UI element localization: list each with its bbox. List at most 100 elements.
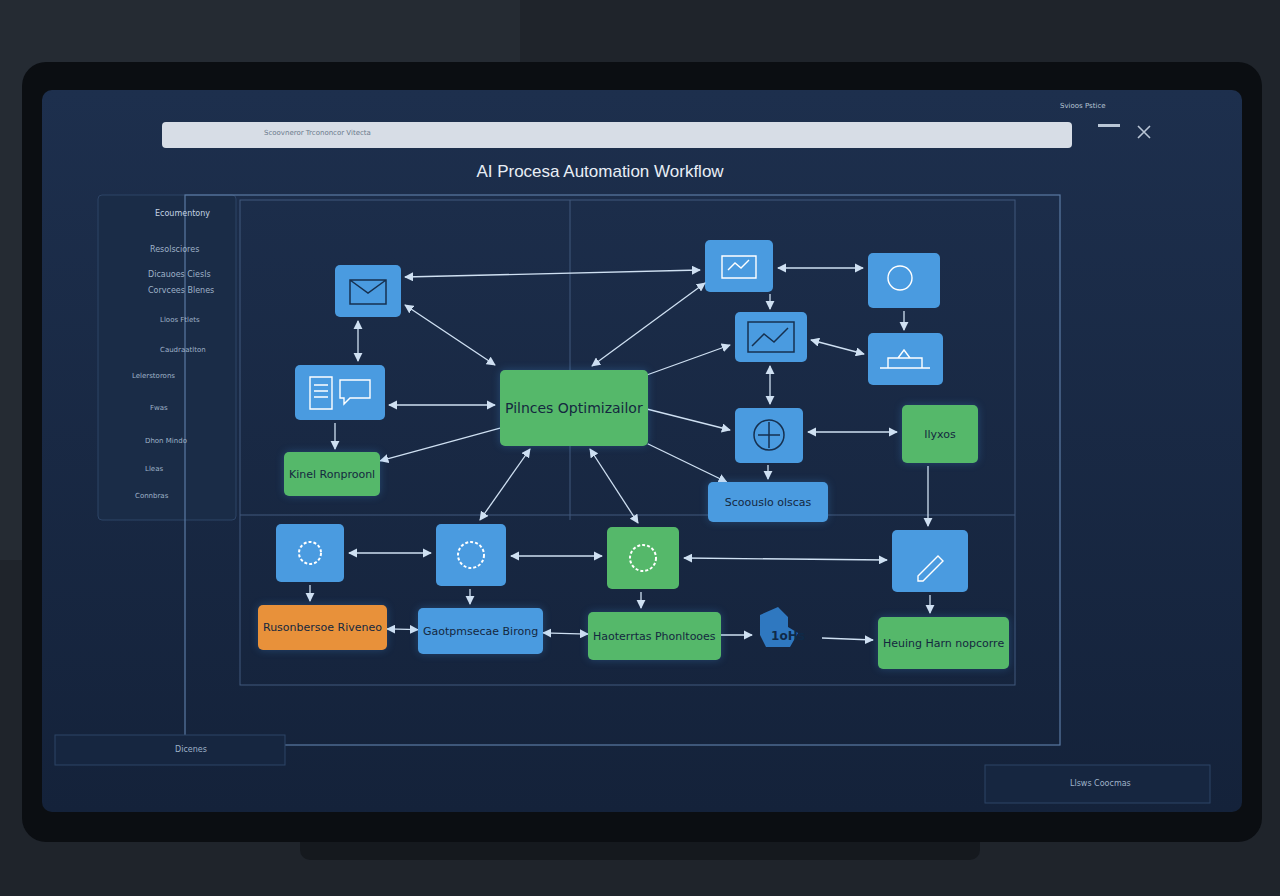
crosshair-icon	[754, 420, 784, 450]
flow-arrows	[310, 268, 930, 640]
screen-text: Caudraatlton	[160, 346, 230, 354]
monitor-bezel	[22, 62, 1262, 842]
icon-box	[735, 312, 807, 362]
icon-box	[295, 365, 385, 420]
flow-arrow	[769, 294, 770, 309]
circle-icon	[888, 266, 912, 290]
node-text: Heuing Harn nopcorre	[883, 637, 1004, 650]
flow-arrow	[929, 595, 930, 613]
hub-box: Pilnces Optimizailor	[500, 370, 648, 446]
node-text: Haoterrtas Phonltooes	[593, 630, 716, 643]
flow-arrow	[511, 555, 602, 556]
flow-arrow	[684, 558, 887, 560]
diagram-title: AI Procesa Automation Workflow	[380, 162, 820, 182]
chart-icon	[748, 322, 794, 352]
process-box: Gaotpmsecae Birong	[418, 608, 543, 654]
machine-icon	[880, 350, 930, 368]
icon-label: 1oHs	[768, 629, 808, 643]
process-box: Haoterrtas Phonltooes	[588, 612, 721, 660]
flow-arrow	[927, 466, 928, 526]
gear-icon	[630, 545, 656, 571]
node-text: Rusonbersoe Riveneo	[263, 621, 382, 634]
flow-arrow	[811, 340, 864, 354]
flow-arrow	[640, 592, 641, 608]
flow-arrow	[334, 423, 335, 449]
screen-text: Corvcees Blenes	[148, 286, 233, 296]
process-box: Scoouslo olscas	[708, 482, 828, 522]
node-text: Scoouslo olscas	[725, 496, 812, 509]
screen-text: Lloos Ftlets	[160, 316, 230, 324]
screen-text: Resolsciores	[150, 245, 230, 255]
flow-arrow	[357, 321, 358, 361]
flow-arrow	[808, 431, 897, 432]
flow-arrow	[469, 589, 470, 604]
screen-text: Dicauoes Ciesls	[148, 270, 233, 280]
node-text: Pilnces Optimizailor	[505, 400, 643, 417]
pencil-icon	[918, 556, 943, 581]
screen-text: Llsws Coocmas	[1070, 779, 1150, 789]
flow-connector	[648, 444, 727, 482]
envelope-icon	[350, 280, 386, 304]
grid-line	[240, 515, 1015, 516]
flow-arrow	[309, 585, 310, 601]
diagram-frame	[185, 195, 1060, 745]
document-chat-icon	[310, 377, 370, 409]
flow-arrow	[769, 366, 770, 404]
icon-box	[892, 530, 968, 592]
icon-box	[335, 265, 401, 317]
flow-arrow	[903, 311, 904, 330]
screen	[42, 90, 1242, 812]
flow-arrow	[389, 404, 495, 405]
screen-text: Fwas	[150, 404, 210, 412]
flow-arrow	[767, 465, 768, 479]
gear-icon	[458, 542, 484, 568]
icon-box	[868, 333, 943, 385]
flow-arrow	[822, 638, 873, 640]
process-box: Heuing Harn nopcorre	[878, 617, 1009, 669]
screen-text: Svioos Pstice	[1060, 102, 1140, 110]
close-icon	[1138, 126, 1150, 138]
menu-icon	[1098, 124, 1120, 127]
flow-arrow	[592, 283, 705, 366]
flow-connector	[380, 428, 500, 461]
screen-text: Scoovneror Trcononcor Vitecta	[264, 129, 484, 137]
screen-text: Dicenes	[175, 745, 235, 755]
flow-arrow	[778, 267, 863, 268]
grid-frame	[240, 200, 1015, 685]
image-icon	[722, 256, 756, 278]
toolbar	[162, 122, 1072, 148]
screen-text: Lelerstorons	[132, 372, 227, 380]
screen-text: Ecoumentony	[155, 209, 235, 219]
flow-connector	[543, 633, 588, 634]
crosshair-icon	[758, 422, 780, 448]
icon-box	[868, 253, 940, 308]
screen-text: Connbras	[135, 492, 215, 500]
flow-arrow	[480, 449, 530, 520]
gear-icon	[299, 542, 321, 564]
icon-box	[705, 240, 773, 292]
sidebar	[98, 195, 236, 520]
flow-arrow	[405, 270, 700, 277]
grid-line	[570, 200, 571, 520]
screen-text: Lleas	[145, 465, 205, 473]
screen-text: Dhon Mindo	[145, 437, 215, 445]
flow-arrow	[405, 305, 495, 365]
node-text: Gaotpmsecae Birong	[423, 625, 538, 638]
node-text: Ilyxos	[924, 428, 955, 441]
process-box: Rusonbersoe Riveneo	[258, 605, 387, 650]
bottom-bar	[985, 765, 1210, 803]
bottom-bar	[55, 735, 285, 765]
flow-connector	[387, 628, 418, 630]
node-text: Kinel Ronproonl	[289, 468, 375, 481]
process-box: Ilyxos	[902, 405, 978, 463]
flow-arrow	[590, 449, 638, 523]
flow-arrow	[349, 552, 431, 553]
icon-box	[276, 524, 344, 582]
icon-box	[607, 527, 679, 589]
process-box: Kinel Ronproonl	[284, 452, 380, 496]
icon-box	[276, 240, 968, 647]
